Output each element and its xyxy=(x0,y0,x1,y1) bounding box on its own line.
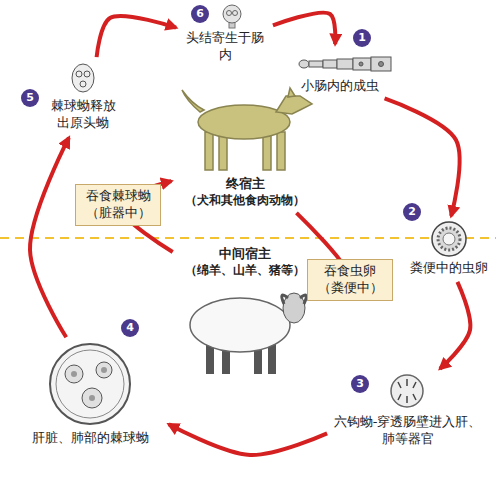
cycle-arrow xyxy=(97,16,176,57)
host-node: 中间宿主（绵羊、山羊、猪等） xyxy=(175,244,315,384)
callout-number: 3 xyxy=(351,375,369,393)
host-divider xyxy=(0,237,496,239)
callout-number: 5 xyxy=(21,89,39,107)
stage-node: 肝脏、肺部的棘球蚴 xyxy=(15,340,165,449)
host-name: 终宿主 xyxy=(178,176,312,193)
stage-text: 肝脏、肺部的棘球蚴 xyxy=(18,430,162,447)
adult-worm xyxy=(299,57,391,71)
scolex xyxy=(223,5,241,28)
hydatid-cyst xyxy=(50,344,130,424)
hexacanth xyxy=(391,375,423,407)
stage-node: 棘球蚴释放出原头蚴 xyxy=(42,60,124,134)
stage-node: 粪便中的虫卵 xyxy=(405,220,493,279)
dog xyxy=(182,88,312,170)
stage-text: 粪便中的虫卵 xyxy=(408,260,490,277)
transmission-label: 吞食棘球蚴（脏器中） xyxy=(75,184,161,226)
stage-node: 小肠内的成虫 xyxy=(285,48,395,97)
callout-number: 4 xyxy=(121,319,139,337)
sheep xyxy=(190,293,306,374)
callout-number: 2 xyxy=(403,203,421,221)
host-name: 中间宿主 xyxy=(178,246,312,263)
stage-text: 小肠内的成虫 xyxy=(288,78,392,95)
host-node: 终宿主（犬和其他食肉动物） xyxy=(175,86,315,210)
stage-text: 六钩蚴-穿透肠壁进入肝、肺等器官 xyxy=(333,414,482,448)
stage-text: 棘球蚴释放出原头蚴 xyxy=(45,98,121,132)
cycle-arrow xyxy=(30,138,69,338)
host-name: （犬和其他食肉动物） xyxy=(178,193,312,209)
cycle-arrow xyxy=(273,13,335,44)
cycle-arrow xyxy=(169,424,327,455)
egg xyxy=(432,222,466,256)
protoscolex xyxy=(72,64,94,92)
callout-number: 1 xyxy=(353,29,371,47)
host-name: （绵羊、山羊、猪等） xyxy=(178,263,312,279)
cycle-arrow xyxy=(385,98,460,216)
stage-text: 头结寄生于肠内 xyxy=(183,30,267,64)
cycle-arrow xyxy=(440,282,470,369)
callout-number: 6 xyxy=(191,5,209,23)
transmission-label: 吞食虫卵（粪便中） xyxy=(307,259,393,301)
